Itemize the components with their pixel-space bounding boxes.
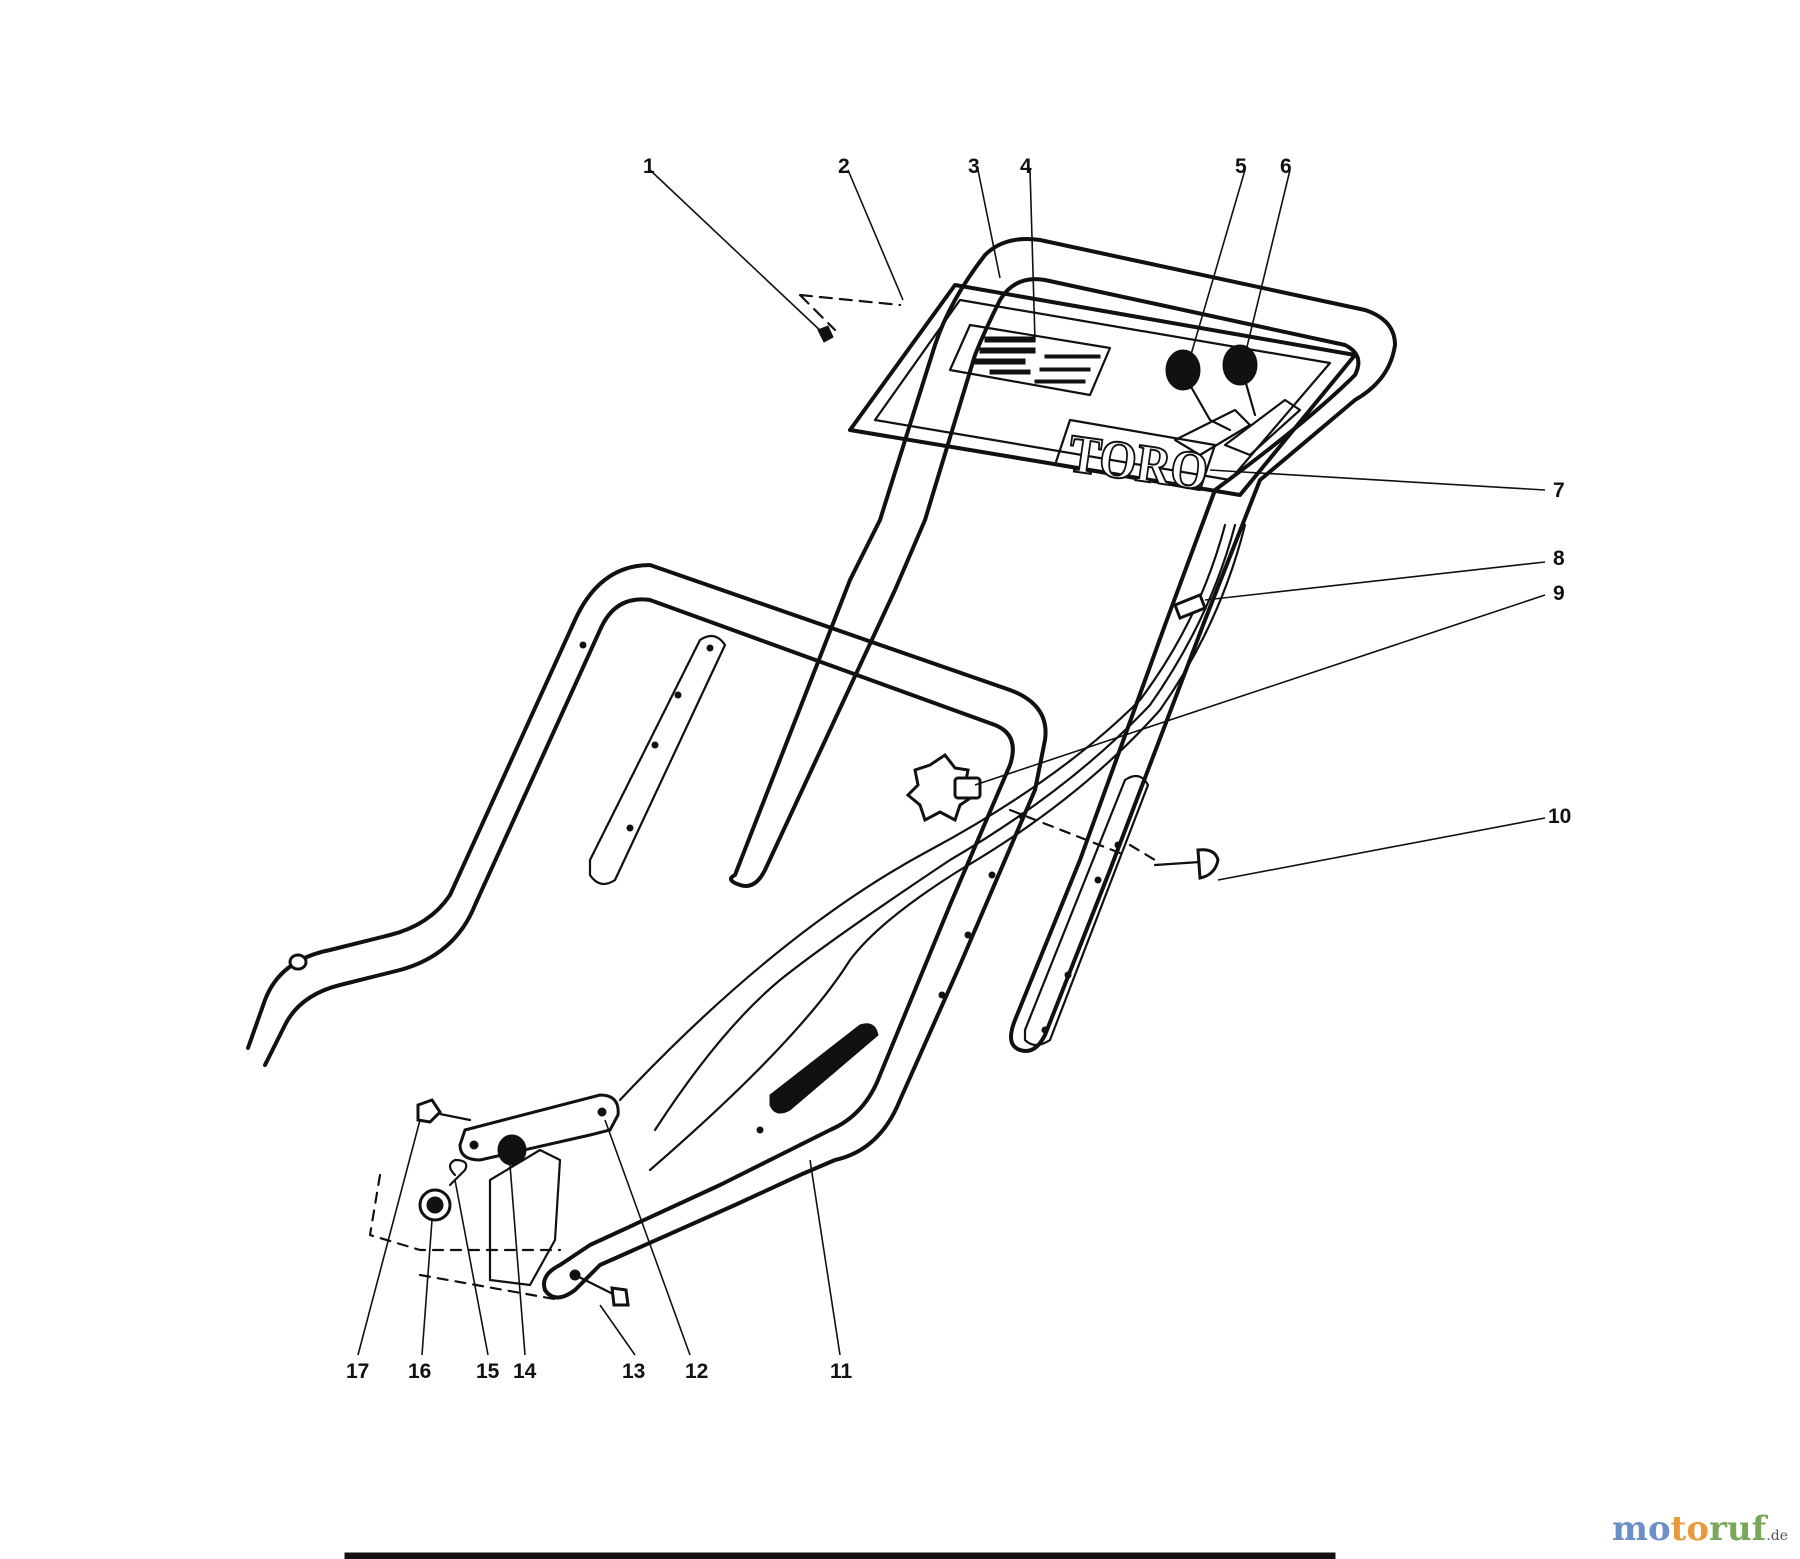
callout-3: 3 (968, 155, 980, 178)
bolt-17 (416, 1098, 472, 1124)
control-cable-c (648, 523, 1247, 1172)
callout-17: 17 (346, 1360, 369, 1383)
left-handle-bracket (588, 634, 727, 886)
callout-8: 8 (1553, 547, 1565, 570)
lower-handle-holes (579, 641, 1026, 1134)
throttle-lever (1165, 349, 1252, 457)
control-cable-b (653, 523, 1237, 1132)
handle-pin (1153, 848, 1220, 880)
watermark-part-4: .de (1766, 1528, 1788, 1544)
control-panel-inner (873, 298, 1332, 482)
watermark-part-2: to (1670, 1509, 1710, 1549)
cotter-pin (448, 1158, 468, 1187)
link-bar-hole-b (597, 1107, 607, 1117)
callout-2: 2 (838, 155, 850, 178)
control-cable-a (618, 523, 1227, 1102)
callout-4: 4 (1020, 155, 1032, 178)
explode-line-top (798, 293, 902, 332)
carriage-bolt-13 (569, 1269, 630, 1307)
callout-1: 1 (643, 155, 655, 178)
right-handle-bracket (1023, 774, 1150, 1047)
explode-line-knob (1008, 808, 1127, 857)
explode-line-pin (1128, 843, 1157, 862)
screw-1 (817, 325, 834, 343)
right-bracket-holes (1041, 841, 1122, 1034)
callout-15: 15 (476, 1360, 500, 1383)
upper-handle (729, 237, 1397, 1053)
brand-decal-frame (1053, 418, 1217, 492)
watermark-part-1: mo (1611, 1509, 1671, 1549)
lower-handle (246, 563, 1048, 1300)
instruction-decal (948, 323, 1112, 397)
cable-spring (769, 1023, 879, 1114)
callout-7: 7 (1553, 479, 1565, 502)
callout-16: 16 (408, 1360, 431, 1383)
cropped-heading (344, 1552, 1336, 1559)
callout-6: 6 (1280, 155, 1292, 178)
tube-end-cap (288, 953, 308, 971)
handle-assembly: TORO (246, 237, 1397, 1307)
cable-tie (1173, 593, 1207, 620)
control-panel (848, 283, 1357, 497)
mount-bracket (488, 1148, 562, 1287)
callout-13: 13 (622, 1360, 645, 1383)
handle-knob (905, 752, 982, 823)
choke-lever (1222, 344, 1302, 457)
link-bar-hole-a (469, 1140, 479, 1150)
callout-5: 5 (1235, 155, 1247, 178)
left-bracket-holes (626, 644, 714, 832)
instruction-decal-text (974, 336, 1101, 384)
callout-labels: 1 2 3 4 5 6 7 8 9 10 11 12 13 14 15 16 1… (346, 155, 1571, 1383)
callout-11: 11 (830, 1360, 853, 1383)
callout-12: 12 (685, 1360, 708, 1383)
callout-9: 9 (1553, 582, 1565, 605)
brand-decal: TORO (1065, 423, 1212, 502)
watermark-logo: motoruf.de (1612, 1509, 1788, 1549)
callout-10: 10 (1548, 805, 1571, 828)
adjust-knob-16 (418, 1188, 452, 1222)
callout-14: 14 (513, 1360, 537, 1383)
locknut-14 (497, 1134, 527, 1166)
watermark-part-3: ruf (1709, 1509, 1767, 1549)
leader-lines (357, 169, 1546, 1356)
